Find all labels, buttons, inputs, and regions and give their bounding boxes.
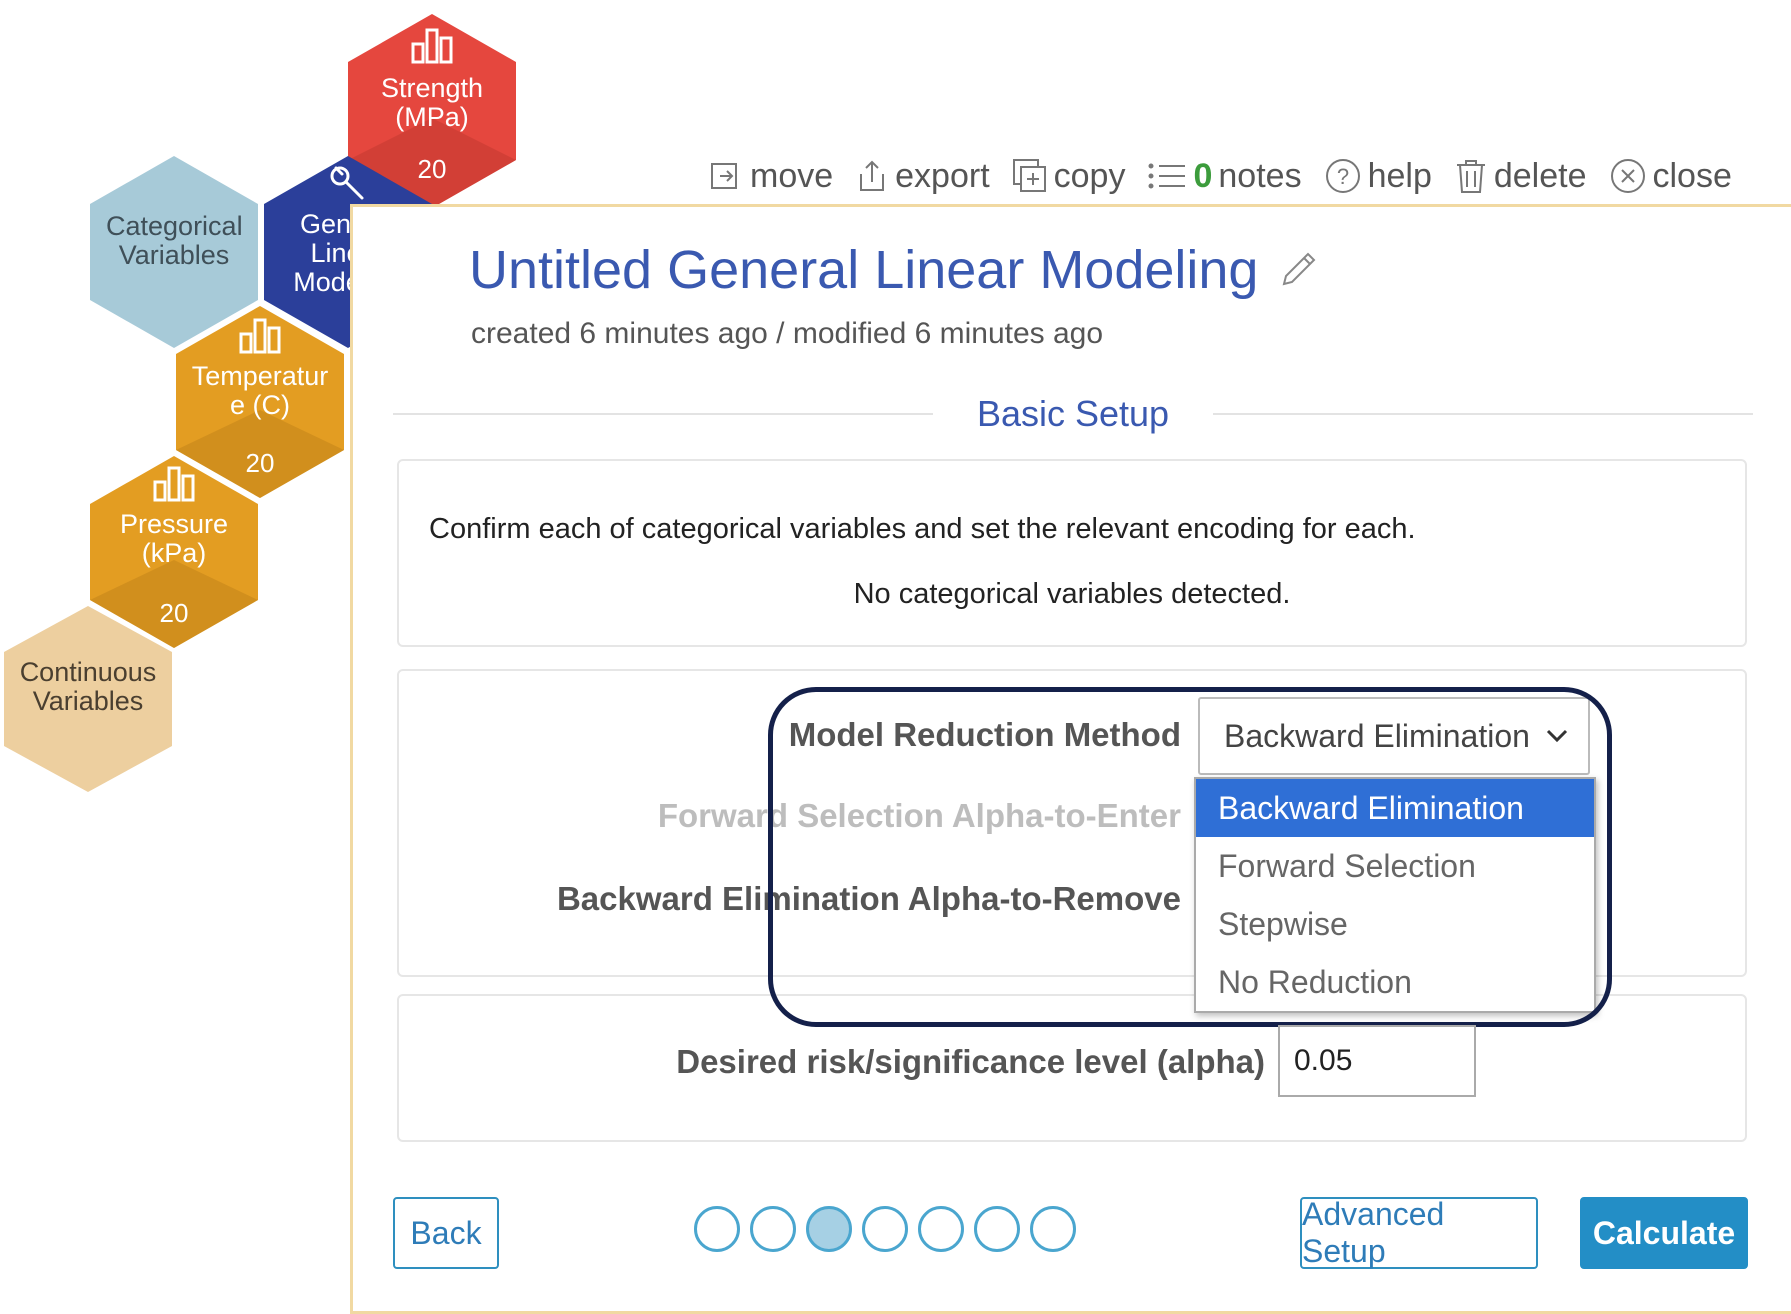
main-panel: Untitled General Linear Modeling created…	[350, 204, 1791, 1314]
hex-categorical-label: Categorical Variables	[106, 211, 243, 270]
backward-alpha-label: Backward Elimination Alpha-to-Remove	[556, 880, 1181, 917]
hex-temperature-count: 20	[245, 448, 275, 478]
notes-count: 0	[1193, 156, 1213, 195]
model-reduction-selected: Backward Elimination	[1224, 717, 1530, 754]
model-reduction-label: Model Reduction Method	[788, 716, 1181, 753]
trash-icon	[1456, 160, 1485, 193]
delete-label: delete	[1493, 156, 1587, 195]
hex-navigation: Strength (MPa) 20 Categorical Variables …	[0, 0, 520, 800]
copy-label: copy	[1053, 156, 1126, 195]
close-label: close	[1652, 156, 1732, 195]
copy-button[interactable]: copy	[1012, 156, 1126, 196]
forward-alpha-label: Forward Selection Alpha-to-Enter	[657, 797, 1181, 834]
svg-text:?: ?	[1336, 164, 1348, 189]
option-backward-elimination[interactable]: Backward Elimination	[1196, 779, 1594, 837]
step-6[interactable]	[974, 1206, 1020, 1252]
export-button[interactable]: export	[855, 157, 990, 196]
hex-pressure-count: 20	[159, 598, 189, 628]
option-no-reduction[interactable]: No Reduction	[1218, 964, 1412, 1000]
wrench-icon	[264, 164, 432, 209]
hex-strength[interactable]: Strength (MPa) 20	[348, 14, 516, 208]
model-reduction-dropdown: Backward Elimination Forward Selection S…	[1194, 777, 1596, 1013]
hex-pressure[interactable]: Pressure (kPa) 20	[90, 456, 258, 648]
categorical-status: No categorical variables detected.	[853, 578, 1291, 610]
option-stepwise[interactable]: Stepwise	[1218, 906, 1348, 942]
chevron-down-icon	[1546, 729, 1568, 743]
hex-categorical-shape	[90, 156, 258, 348]
move-label: move	[750, 156, 834, 195]
copy-icon	[1012, 159, 1046, 192]
step-5[interactable]	[918, 1206, 964, 1252]
export-label: export	[895, 156, 990, 195]
divider-right	[1213, 413, 1753, 415]
hex-continuous-shape	[4, 606, 172, 792]
toolbar: move export copy 0 notes ? help delete c…	[708, 150, 1732, 202]
help-label: help	[1367, 156, 1432, 195]
step-4[interactable]	[862, 1206, 908, 1252]
alpha-input[interactable]: 0.05	[1278, 1025, 1476, 1097]
move-button[interactable]: move	[708, 157, 833, 196]
divider-left	[393, 413, 933, 415]
step-2[interactable]	[750, 1206, 796, 1252]
step-indicator	[694, 1206, 1076, 1252]
hex-pressure-label: Pressure (kPa)	[119, 509, 229, 568]
alpha-label: Desired risk/significance level (alpha)	[676, 1043, 1265, 1080]
hex-temperature[interactable]: Temperatur e (C) 20	[176, 306, 344, 498]
bar-chart-icon	[90, 464, 258, 507]
help-button[interactable]: ? help	[1324, 157, 1432, 196]
list-icon	[1148, 163, 1186, 189]
hex-pressure-shape	[90, 456, 258, 648]
delete-button[interactable]: delete	[1454, 157, 1587, 196]
hex-temperature-shape	[176, 306, 344, 498]
hex-continuous-variables[interactable]: Continuous Variables	[4, 606, 172, 792]
notes-label: notes	[1218, 156, 1302, 195]
hex-strength-shape	[348, 14, 516, 208]
help-icon: ?	[1325, 159, 1360, 193]
option-forward-selection[interactable]: Forward Selection	[1218, 848, 1476, 884]
calculate-button[interactable]: Calculate	[1580, 1197, 1748, 1269]
bar-chart-icon	[348, 26, 516, 69]
hex-strength-count: 20	[417, 154, 447, 184]
notes-button[interactable]: 0 notes	[1147, 156, 1302, 196]
close-icon	[1610, 159, 1645, 193]
title-row: Untitled General Linear Modeling	[469, 239, 1318, 301]
export-icon	[860, 160, 885, 191]
step-7[interactable]	[1030, 1206, 1076, 1252]
section-heading: Basic Setup	[393, 383, 1753, 443]
section-title: Basic Setup	[976, 393, 1170, 434]
step-1[interactable]	[694, 1206, 740, 1252]
back-button[interactable]: Back	[393, 1197, 499, 1269]
step-3[interactable]	[806, 1206, 852, 1252]
page-title[interactable]: Untitled General Linear Modeling	[469, 240, 1259, 300]
categorical-instruction: Confirm each of categorical variables an…	[429, 513, 1416, 545]
hex-strength-label: Strength (MPa)	[380, 73, 484, 132]
close-button[interactable]: close	[1609, 157, 1732, 196]
timestamps: created 6 minutes ago / modified 6 minut…	[471, 317, 1104, 350]
hex-categorical-variables[interactable]: Categorical Variables	[90, 156, 258, 348]
alpha-value: 0.05	[1294, 1044, 1353, 1077]
advanced-setup-button[interactable]: Advanced Setup	[1300, 1196, 1538, 1269]
model-reduction-select[interactable]: Backward Elimination	[1198, 697, 1590, 775]
move-icon	[711, 163, 737, 189]
bar-chart-icon	[176, 316, 344, 359]
hex-temperature-label: Temperatur e (C)	[191, 361, 329, 420]
hex-continuous-label: Continuous Variables	[19, 657, 157, 716]
alpha-card	[397, 994, 1747, 1142]
categorical-card: Confirm each of categorical variables an…	[397, 459, 1747, 647]
pencil-icon[interactable]	[1278, 250, 1318, 290]
